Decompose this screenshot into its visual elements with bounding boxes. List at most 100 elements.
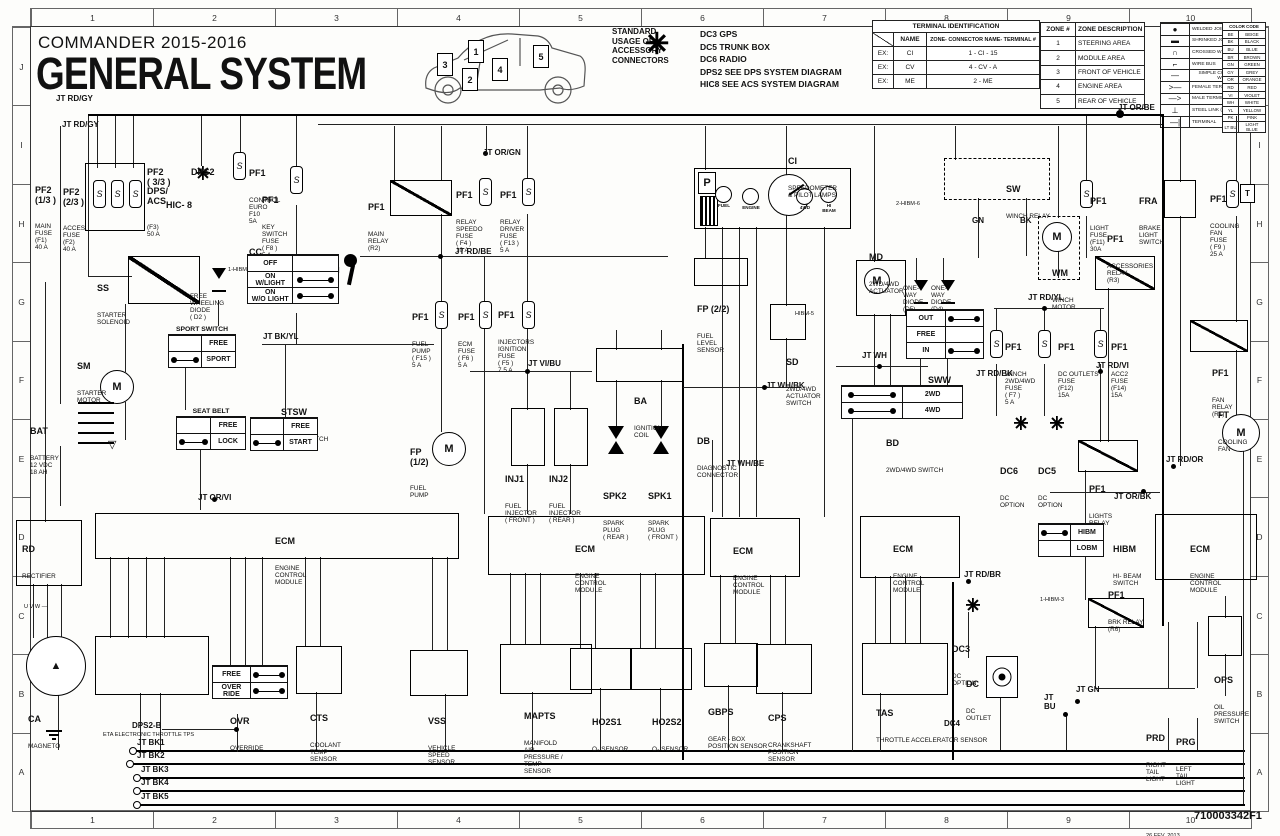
component-label: PF1 ACC2 FUSE (F14) 15A [1111,325,1128,417]
component-description: ACC2 FUSE (F14) 15A [1111,370,1129,399]
contact-bar [253,688,285,694]
component-label: INJ2 FUEL INJECTOR ( REAR ) [549,457,581,542]
component-code: PF1 [1058,342,1075,352]
wire [527,214,528,256]
wire [996,309,997,332]
zone-description: STEERING AREA [1075,37,1144,51]
color-row: WH WHITE [1223,98,1265,106]
wire [540,573,541,645]
grid-row-label: H [13,183,30,262]
wire [1000,696,1001,750]
component-label: PF1 BRK RELAY (R6) [1108,573,1143,651]
wire [782,692,783,750]
zone-description: MODULE AREA [1075,51,1144,65]
wire [1108,288,1109,442]
color-row: GY GREY [1223,67,1265,76]
component-code: SM [77,361,91,371]
wire [580,573,581,649]
component-code: PRD [1146,733,1166,743]
wire [1085,554,1086,600]
wire [285,345,286,417]
component-symbol-icon [862,643,948,695]
component-description: WINCH RELAY [1006,212,1050,220]
component-symbol-icon [966,598,980,612]
wire [852,419,853,751]
color-row: PK PINK [1223,113,1265,122]
color-abbrev: RD [1227,84,1234,90]
switch-row: FREE [251,418,317,434]
wire [1168,718,1169,750]
switch-contact-table: OUT FREE IN [906,308,984,359]
component-code: CPS [768,713,787,723]
wire [640,573,641,649]
component-label: 1-HIBM-3 [1040,561,1064,621]
switch-contact-cells [251,419,284,434]
component-symbol-icon: M [432,432,466,466]
switch-title: SEAT BELT [192,408,230,415]
component-label: HO2S2 O₂ SENSOR [652,700,688,771]
component-code: PF1 [1210,194,1227,204]
component-symbol-icon [1190,320,1248,352]
wire [320,557,321,647]
switch-row: LOBM [1039,540,1103,556]
wire [296,116,297,166]
component-code: GBPS [708,707,734,717]
wire [705,227,706,259]
switch-row: 4WD [842,402,962,418]
wire [441,328,442,432]
wire [1162,114,1164,626]
grid-column-label: 4 [397,9,519,26]
junction-dot [1171,464,1176,469]
component-symbol-icon [290,166,303,194]
symbol-letter: T [1245,189,1250,198]
junction-label: DPS2-B [132,721,162,730]
wire [133,750,1245,752]
switch-contact-cells [292,288,338,303]
switch-position-label: OFF [263,260,278,267]
grid-column-label: 8 [885,811,1007,828]
wire [1180,116,1181,182]
junction-label: JT GN [1076,685,1100,694]
junction-label: JT RD/GY [62,120,99,129]
junction-dot [1075,699,1080,704]
color-code-title: COLOR CODE [1229,24,1259,29]
zone-row: 5 REAR OF VEHICLE [1041,93,1145,108]
wire [1050,492,1160,493]
component-code: PF1 [1111,342,1128,352]
component-symbol-icon [1095,256,1155,290]
component-label: ECM ENGINE CONTROL MODULE [733,529,764,614]
component-symbol-icon [1226,180,1239,208]
color-name: BROWN [1238,53,1265,61]
wire [296,313,297,345]
junction-label: JT VI/BU [528,359,561,368]
grid-row-label: J [13,27,30,105]
component-label: PF1 COOLING FAN FUSE ( F9 ) 25 A [1210,177,1239,276]
wire [920,576,921,644]
zone-row: 4 ENGINE AREA [1041,79,1145,94]
component-description: ACCESSORIES RELAY (R3) [1107,262,1154,284]
switch-position-label: OUT [918,315,934,322]
component-label: PF2 (2/3 ) ACCES. FUSE (F2) 40 A [63,170,87,271]
color-name: ORANGE [1238,76,1265,84]
wire [484,257,485,303]
color-row: BR BROWN [1223,52,1265,61]
legend-label: WELDED JOINT [1189,24,1257,35]
component-label: WM WINCH MOTOR [1052,251,1076,329]
component-description: SPARK PLUG ( REAR ) [603,519,629,541]
grid-column-label: 3 [275,811,397,828]
component-description: OVERRIDE [230,744,264,752]
switch-contact-table: SPORT SWITCH FREE SPORT [168,326,236,368]
component-description: MANIFOLD AIR PRESSURE / TEMP SENSOR [524,739,563,775]
component-symbol-icon [108,440,116,451]
wire [510,573,511,645]
component-code: HIBM [1113,544,1136,554]
wire [905,576,906,644]
component-code: PF1 [500,190,517,200]
component-label: PF1 FUEL PUMP ( F15 ) 5 A [412,295,431,387]
component-symbol-icon [860,516,960,578]
model-title: COMMANDER 2015-2016 [38,33,247,52]
switch-row: OUT [907,310,983,326]
wire [262,557,263,665]
junction-dot [133,774,141,782]
component-label: PF2 (1/3 ) MAIN FUSE (F1) 40 A [35,168,56,269]
